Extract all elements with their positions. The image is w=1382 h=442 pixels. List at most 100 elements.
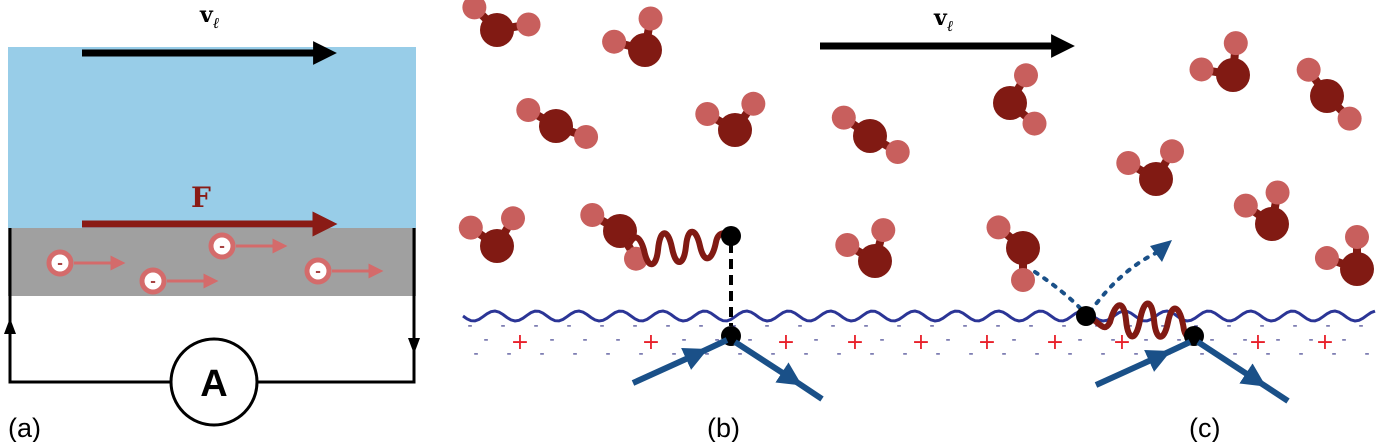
minus-charge: - <box>506 346 511 362</box>
minus-charge: - <box>549 332 554 348</box>
hydrogen-atom <box>1314 246 1339 271</box>
hydrogen-atom <box>1345 225 1369 249</box>
minus-charge: - <box>1143 332 1148 348</box>
water-molecule <box>1189 31 1250 92</box>
hydrogen-atom <box>1011 268 1035 292</box>
minus-charge: - <box>1034 346 1039 362</box>
minus-charge: - <box>671 346 676 362</box>
minus-charge: - <box>747 332 752 348</box>
minus-charge: - <box>902 346 907 362</box>
svg-text:-: - <box>315 264 321 280</box>
minus-charge: - <box>1259 318 1264 334</box>
plus-charge: + <box>1046 330 1064 355</box>
water-molecule <box>1314 225 1374 286</box>
hydrogen-atom <box>885 140 910 164</box>
dotted-out-c <box>1088 250 1160 314</box>
hydrogen-atom <box>871 218 896 243</box>
phonon-in-b <box>631 348 708 386</box>
minus-charge: - <box>1298 346 1303 362</box>
force-label: F <box>191 181 211 214</box>
phonon-out-b-tail <box>790 376 824 402</box>
minus-charge: - <box>929 318 934 334</box>
panel-b-interaction <box>625 226 824 402</box>
current-arrow-up <box>4 318 16 334</box>
minus-charge: - <box>1077 332 1082 348</box>
water-molecule <box>516 98 599 149</box>
hydrogen-atom <box>1337 106 1362 131</box>
hydrogen-atom <box>1189 57 1214 82</box>
minus-charge: - <box>935 346 940 362</box>
water-molecule <box>831 105 910 164</box>
hydrogen-atom <box>501 206 525 231</box>
oxygen-atom <box>1139 162 1173 196</box>
minus-charge: - <box>945 332 950 348</box>
hydrogen-atom <box>1160 139 1184 164</box>
minus-charge: - <box>473 346 478 362</box>
minus-charge: - <box>1061 318 1066 334</box>
hydrogen-atom <box>1116 151 1141 175</box>
minus-charge: - <box>1358 318 1363 334</box>
hydrogen-atom <box>458 215 483 240</box>
spring-c <box>1087 300 1197 341</box>
oxygen-atom <box>858 244 892 278</box>
minus-charge: - <box>605 346 610 362</box>
minus-charge: - <box>1176 332 1181 348</box>
phonon-out-b <box>733 339 803 386</box>
minus-charge: - <box>566 318 571 334</box>
minus-charge: - <box>1160 318 1165 334</box>
minus-charge: - <box>1242 332 1247 348</box>
phonon-out-c-tail <box>1254 377 1290 404</box>
plus-charge: + <box>642 330 660 355</box>
minus-charge: - <box>665 318 670 334</box>
plus-charge: + <box>1113 330 1131 355</box>
water-molecule <box>1233 180 1290 241</box>
minus-charge: - <box>599 318 604 334</box>
minus-charge: - <box>638 346 643 362</box>
phonon-in-c-tail <box>1158 339 1192 359</box>
minus-charge: - <box>1011 332 1016 348</box>
plus-charge: + <box>1249 330 1267 355</box>
phonon-in-c <box>1094 350 1171 388</box>
minus-charge: - <box>714 332 719 348</box>
oxygen-atom <box>993 86 1027 120</box>
hydrogen-atom <box>835 233 860 257</box>
interface-wave <box>462 309 1376 323</box>
electron: - <box>208 232 288 260</box>
panel-label-a: (a) <box>8 413 41 442</box>
circuit-wire <box>8 228 172 384</box>
node-top-b <box>721 226 741 246</box>
water-molecule <box>1296 57 1362 131</box>
surface-charges: ++++++++++------------------------------… <box>467 318 1369 362</box>
oxygen-atom <box>1216 58 1250 92</box>
minus-charge: - <box>813 332 818 348</box>
minus-charge: - <box>1232 346 1237 362</box>
water-molecule <box>462 0 541 47</box>
panel-label-b: (b) <box>707 413 740 442</box>
minus-charge: - <box>1275 332 1280 348</box>
liquid-layer <box>8 47 416 228</box>
interface: ++++++++++------------------------------… <box>462 309 1376 362</box>
minus-charge: - <box>483 332 488 348</box>
minus-charge: - <box>737 346 742 362</box>
plus-charge: + <box>912 330 930 355</box>
electron: - <box>139 267 219 295</box>
minus-charge: - <box>1127 318 1132 334</box>
hydrogen-atom <box>580 203 605 227</box>
hydrogen-atom <box>986 215 1011 240</box>
svg-text:-: - <box>57 256 63 272</box>
minus-charge: - <box>1001 346 1006 362</box>
minus-charge: - <box>1341 332 1346 348</box>
minus-charge: - <box>869 346 874 362</box>
minus-charge: - <box>1100 346 1105 362</box>
velocity-label-c: vℓ <box>933 5 953 35</box>
oxygen-atom <box>718 113 752 147</box>
electron: - <box>304 257 384 285</box>
minus-charge: - <box>1199 346 1204 362</box>
dotted-in-c <box>1033 270 1086 314</box>
panel-c-interaction <box>1033 240 1290 404</box>
oxygen-atom <box>1255 207 1289 241</box>
water-molecule <box>1116 139 1184 196</box>
plus-charge: + <box>511 330 529 355</box>
hydrogen-atom <box>741 91 766 116</box>
water-molecules <box>458 0 1374 292</box>
